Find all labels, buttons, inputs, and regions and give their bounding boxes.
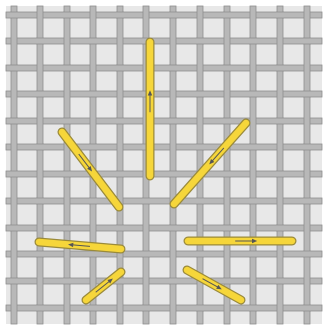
thread-crossing bbox=[223, 118, 231, 124]
stitch-east bbox=[188, 239, 292, 243]
vertical-thread bbox=[37, 6, 43, 324]
thread-crossing bbox=[276, 118, 284, 124]
thread-crossing bbox=[223, 171, 231, 177]
thread-crossing bbox=[63, 12, 71, 18]
thread-crossing bbox=[169, 65, 177, 71]
thread-crossing bbox=[36, 305, 44, 311]
thread-crossing bbox=[36, 91, 44, 97]
thread-crossing bbox=[10, 171, 18, 177]
vertical-thread bbox=[224, 6, 230, 324]
thread-crossing bbox=[276, 12, 284, 18]
thread-crossing bbox=[116, 65, 124, 71]
thread-crossing bbox=[63, 171, 71, 177]
thread-crossing bbox=[276, 65, 284, 71]
canvas-background bbox=[6, 6, 322, 324]
thread-crossing bbox=[303, 144, 311, 150]
thread-crossing bbox=[169, 12, 177, 18]
thread-crossing bbox=[116, 12, 124, 18]
thread-crossing bbox=[89, 38, 97, 44]
thread-crossing bbox=[63, 118, 71, 124]
thread-crossing bbox=[63, 225, 71, 231]
thread-crossing bbox=[196, 251, 204, 257]
thread-crossing bbox=[196, 305, 204, 311]
thread-crossing bbox=[89, 305, 97, 311]
thread-crossing bbox=[89, 144, 97, 150]
vertical-thread bbox=[170, 6, 176, 324]
thread-crossing bbox=[276, 171, 284, 177]
horizontal-thread bbox=[6, 198, 322, 204]
thread-crossing bbox=[223, 65, 231, 71]
thread-crossing bbox=[89, 198, 97, 204]
thread-crossing bbox=[116, 118, 124, 124]
thread-crossing bbox=[116, 225, 124, 231]
thread-crossing bbox=[276, 278, 284, 284]
thread-crossing bbox=[63, 65, 71, 71]
horizontal-thread bbox=[6, 251, 322, 257]
thread-crossing bbox=[249, 144, 257, 150]
thread-crossing bbox=[223, 278, 231, 284]
thread-crossing bbox=[169, 118, 177, 124]
thread-crossing bbox=[303, 305, 311, 311]
thread-crossing bbox=[196, 38, 204, 44]
thread-crossing bbox=[36, 38, 44, 44]
thread-crossing bbox=[223, 12, 231, 18]
thread-crossing bbox=[10, 12, 18, 18]
horizontal-thread bbox=[6, 12, 322, 18]
thread-crossing bbox=[249, 91, 257, 97]
thread-crossing bbox=[196, 91, 204, 97]
stitch-north bbox=[148, 42, 152, 176]
thread-crossing bbox=[89, 251, 97, 257]
thread-crossing bbox=[303, 198, 311, 204]
thread-crossing bbox=[142, 305, 150, 311]
thread-crossing bbox=[303, 91, 311, 97]
horizontal-thread bbox=[6, 144, 322, 150]
thread-crossing bbox=[169, 171, 177, 177]
thread-crossing bbox=[10, 118, 18, 124]
horizontal-thread bbox=[6, 38, 322, 44]
thread-crossing bbox=[10, 65, 18, 71]
thread-crossing bbox=[303, 38, 311, 44]
thread-crossing bbox=[249, 305, 257, 311]
horizontal-thread bbox=[6, 278, 322, 284]
vertical-thread bbox=[304, 6, 310, 324]
horizontal-thread bbox=[6, 118, 322, 124]
thread-crossing bbox=[249, 251, 257, 257]
horizontal-thread bbox=[6, 171, 322, 177]
thread-crossing bbox=[36, 198, 44, 204]
thread-crossing bbox=[196, 144, 204, 150]
horizontal-thread bbox=[6, 65, 322, 71]
thread-crossing bbox=[116, 171, 124, 177]
thread-crossing bbox=[249, 198, 257, 204]
vertical-thread bbox=[11, 6, 17, 324]
vertical-thread bbox=[64, 6, 70, 324]
horizontal-thread bbox=[6, 225, 322, 231]
thread-crossing bbox=[276, 225, 284, 231]
thread-crossing bbox=[10, 278, 18, 284]
thread-crossing bbox=[223, 225, 231, 231]
thread-crossing bbox=[169, 225, 177, 231]
thread-crossing bbox=[249, 38, 257, 44]
thread-crossing bbox=[63, 278, 71, 284]
thread-crossing bbox=[10, 225, 18, 231]
vertical-thread bbox=[277, 6, 283, 324]
thread-crossing bbox=[36, 251, 44, 257]
thread-crossing bbox=[142, 251, 150, 257]
vertical-thread bbox=[250, 6, 256, 324]
thread-crossing bbox=[89, 91, 97, 97]
thread-crossing bbox=[36, 144, 44, 150]
thread-crossing bbox=[303, 251, 311, 257]
thread-crossing bbox=[169, 278, 177, 284]
horizontal-thread bbox=[6, 91, 322, 97]
thread-crossing bbox=[196, 198, 204, 204]
horizontal-thread bbox=[6, 305, 322, 311]
thread-crossing bbox=[142, 198, 150, 204]
